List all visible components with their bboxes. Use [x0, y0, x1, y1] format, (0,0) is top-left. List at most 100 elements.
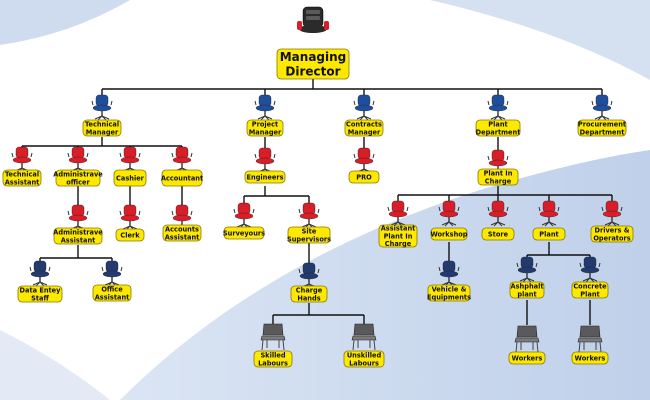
workshop-chair-icon	[438, 200, 460, 227]
accounts-assistant-box-label: Assistant	[165, 233, 200, 241]
concrete-plant-chair-icon	[579, 256, 601, 283]
cashier-chair-icon	[119, 146, 141, 173]
store-box-label: Store	[488, 230, 509, 238]
plant_department-chair-icon	[487, 94, 509, 121]
concrete-plant-box-label: Concrete	[573, 282, 607, 290]
workers-asphalt-box: Workers	[508, 351, 546, 365]
data-entry-staff-box-label: Staff	[31, 294, 49, 302]
clerk-chair-icon	[119, 204, 141, 231]
drivers_operators-chair-icon	[601, 200, 623, 227]
vehicle-equipments-box-label: Vehicle &	[432, 285, 467, 293]
accounts-assistant-box-label: Accounts	[165, 225, 199, 233]
procurement-department-box-label: Procurement	[578, 120, 626, 128]
technical-manager-box-label: Technical	[85, 120, 119, 128]
clerk-box-label: Clerk	[120, 231, 140, 239]
administrative-assistant-box-label: Assistant	[61, 236, 96, 244]
technical_assistant-chair-icon	[11, 146, 33, 173]
workshop-box-label: Workshop	[430, 230, 467, 238]
office-assistant-box-label: Assistant	[95, 293, 130, 301]
office-assistant-chair-icon	[101, 260, 123, 287]
engineers-chair-icon	[254, 147, 276, 174]
assistant-plant-in-charge-box-label: Assistant	[381, 224, 416, 232]
drivers-operators-box-label: Operators	[593, 234, 630, 242]
cashier-box: Cashier	[113, 169, 147, 187]
store-box: Store	[481, 227, 515, 241]
assistant-plant-in-charge-box-label: Charge	[385, 240, 412, 248]
asphalt-plant-chair-icon	[516, 256, 538, 283]
administrative-officer-box-label: Administrave	[53, 170, 103, 178]
clerk-box: Clerk	[115, 228, 145, 242]
site-supervisors-chair-icon	[298, 202, 320, 229]
engineers-box-label: Engineers	[247, 173, 284, 181]
pro-chair-icon	[353, 147, 375, 174]
plant-in-charge-box-label: Charge	[485, 177, 512, 185]
project-manager-box-label: Manager	[249, 128, 282, 136]
project-manager-box-label: Project	[252, 120, 278, 128]
unskilled-labours-box-label: Unskilled	[347, 351, 382, 359]
skilled-labours-box-label: Labours	[258, 359, 288, 367]
charge-hands-chair-icon	[298, 262, 320, 289]
asphalt-plant-box-label: plant	[517, 290, 536, 298]
accountant-box-label: Accountant	[161, 174, 203, 182]
workers-asphalt-chair-icon	[514, 325, 540, 353]
unskilled-labours-box-label: Labours	[349, 359, 379, 367]
store-chair-icon	[487, 200, 509, 227]
engineers-box: Engineers	[244, 170, 286, 184]
managing-director-box-label: Director	[285, 64, 340, 78]
unskilled-labours-chair-icon	[351, 323, 377, 351]
plant-in-charge-chair-icon	[487, 149, 509, 176]
office-assistant-box-label: Office	[101, 285, 123, 293]
pro-box-label: PRO	[356, 173, 372, 181]
contracts_manager-chair-icon	[353, 94, 375, 121]
pro-box: PRO	[348, 170, 380, 184]
surveyours-box-label: Surveyours	[223, 229, 265, 237]
skilled-labours-chair-icon	[260, 323, 286, 351]
concrete-plant-box-label: Plant	[580, 290, 599, 298]
skilled-labours-box-label: Skilled	[260, 351, 285, 359]
executive-chair-icon	[297, 6, 329, 33]
site-supervisors-box-label: Site	[302, 227, 317, 235]
site-supervisors-box-label: Supervisors	[287, 235, 331, 243]
drivers-operators-box: Drivers &Operators	[590, 225, 634, 243]
administrative_officer-chair-icon	[67, 146, 89, 173]
drivers-operators-box-label: Drivers &	[595, 226, 630, 234]
technical-assistant-box-label: Technical	[5, 170, 39, 178]
surveyours-box: Surveyours	[223, 226, 265, 240]
administrative-officer-box-label: officer	[66, 178, 90, 186]
vehicle-equipments-box-label: Equipments	[427, 293, 471, 301]
assistant-plant-in-charge-box-label: Plant In	[384, 232, 413, 240]
plant-box: Plant	[532, 227, 566, 241]
workers-concrete-box: Workers	[571, 351, 609, 365]
vehicle-equipments-box: Vehicle &Equipments	[427, 284, 471, 302]
plant-department-box-label: Plant	[488, 120, 507, 128]
workshop-box: Workshop	[430, 227, 468, 241]
technical-assistant-box-label: Assistant	[5, 178, 40, 186]
plant-box-label: Plant	[539, 230, 558, 238]
asphalt-plant-box-label: Ashphalt	[511, 282, 544, 290]
technical_manager-chair-icon	[91, 94, 113, 121]
contracts-manager-box-label: Contracts	[346, 120, 382, 128]
administrative-assistant-chair-icon	[67, 204, 89, 231]
charge-hands-box-label: Hands	[297, 294, 320, 302]
contracts-manager-box-label: Manager	[348, 128, 381, 136]
managing-director-box-label: Managing	[280, 50, 347, 64]
accountant-box: Accountant	[161, 169, 203, 187]
assistant_plant_in_charge-chair-icon	[387, 200, 409, 227]
